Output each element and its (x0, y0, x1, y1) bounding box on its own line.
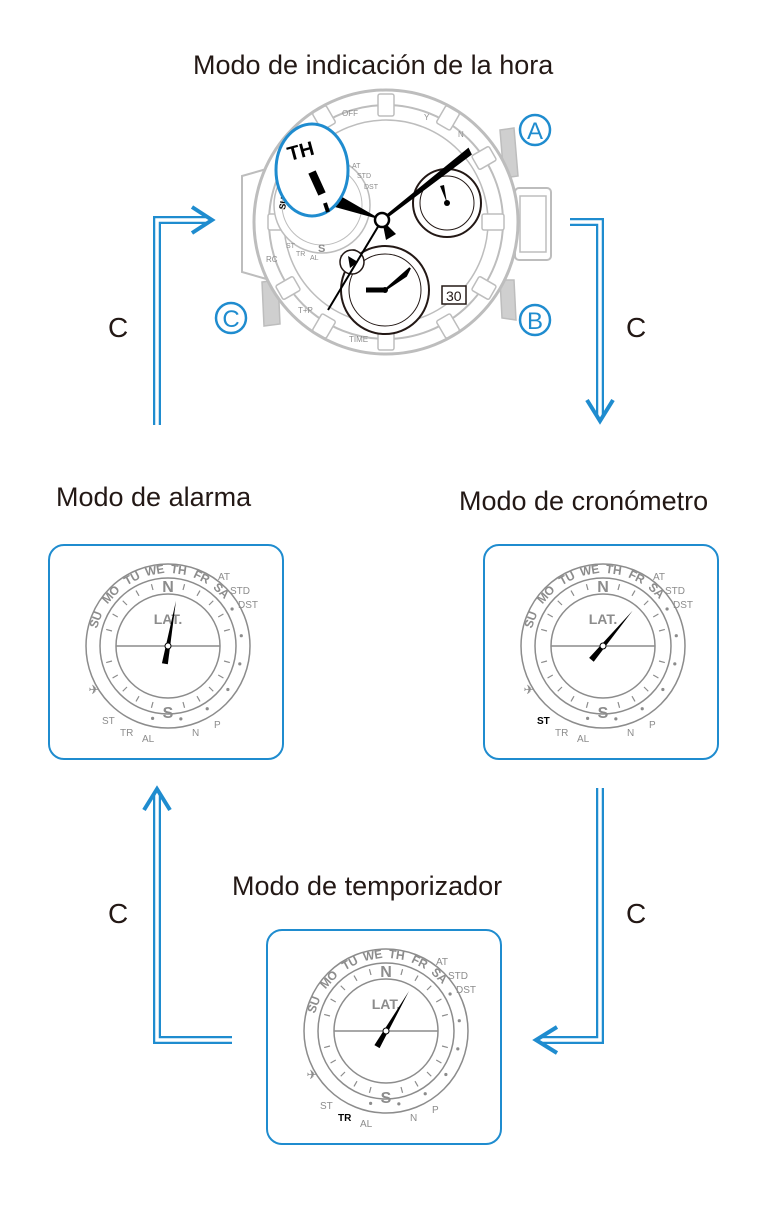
dial-mode-mark: P (432, 1105, 439, 1116)
dial-day-label: TH (170, 562, 188, 578)
dial-day-label: WE (144, 562, 165, 579)
dial-lat-label: LAT. (154, 611, 183, 627)
dial-day-label: MO (534, 583, 557, 607)
dial-indicator-label: DST (456, 985, 476, 996)
button-c-label: C (214, 301, 248, 335)
arrow-alarm-to-timekeeping (153, 205, 216, 425)
dial-south: S (381, 1090, 392, 1107)
dial-south: S (598, 705, 609, 722)
dial-day-label: MO (317, 968, 340, 992)
button-b-label: B (518, 303, 552, 337)
bezel-label-tp: T+P (298, 306, 313, 315)
watch-indicator-al: AL (310, 255, 319, 262)
plane-icon: ✈ (307, 1067, 318, 1082)
dial-mode-mark: TR (120, 728, 133, 739)
dial-indicator-label: DST (673, 600, 693, 611)
dial-day-label: TH (388, 947, 406, 963)
dial-mode-mark: N (410, 1113, 417, 1124)
svg-text:B: B (527, 308, 543, 335)
transition-label-right-top: C (626, 312, 647, 343)
dial-hand (374, 991, 409, 1049)
dial-indicator-label: STD (665, 586, 685, 597)
bezel-label-time: TIME (349, 335, 368, 344)
dial-mode-mark: AL (577, 734, 590, 745)
dial-north: N (380, 964, 392, 981)
watch-indicator-dst: DST (364, 184, 379, 191)
dial-day-label: TU (122, 568, 143, 588)
dial-day-label: FR (409, 952, 430, 972)
bezel-label-off: OFF (342, 109, 358, 118)
plane-icon: ✈ (524, 682, 535, 697)
dial-day-label: MO (99, 583, 122, 607)
watch-indicator-s: S (318, 243, 325, 255)
dial-indicator-label: AT (218, 572, 230, 583)
timer-mode-title: Modo de temporizador (232, 871, 503, 901)
dial-day-label: SU (86, 609, 105, 629)
dial-day-label: FR (626, 567, 647, 587)
plane-icon: ✈ (89, 682, 100, 697)
dial-hand (589, 610, 633, 662)
transition-label-right-bottom: C (626, 898, 647, 929)
dial-indicator-label: DST (238, 600, 258, 611)
watch-indicator-tr: TR (296, 251, 305, 258)
dial-mode-mark: ST (320, 1101, 333, 1112)
dial-north: N (597, 579, 609, 596)
watch-illustration: OFF Y N RC T+P TIME SU MO AT STD DST ST … (214, 88, 552, 356)
dial-mode-mark: TR (338, 1113, 352, 1124)
dial-day-label: WE (362, 947, 383, 964)
dial-mode-mark: ST (537, 716, 550, 727)
dial-day-label: TU (557, 568, 578, 588)
dial-lat-label: LAT. (372, 996, 401, 1012)
dial-mode-mark: AL (142, 734, 155, 745)
dial-mode-mark: N (627, 728, 634, 739)
dial-north: N (162, 579, 174, 596)
dial-indicator-label: AT (653, 572, 665, 583)
button-a-label: A (518, 113, 552, 147)
dial-day-label: TU (340, 953, 361, 973)
dial-day-label: FR (191, 567, 212, 587)
arrow-stopwatch-to-timer (532, 788, 604, 1055)
dial-lat-label: LAT. (589, 611, 618, 627)
watch-date: 30 (446, 288, 462, 304)
svg-text:C: C (222, 306, 239, 333)
arrow-timekeeping-to-stopwatch (570, 218, 615, 425)
dial-mode-mark: TR (555, 728, 568, 739)
transition-label-left-bottom: C (108, 898, 129, 929)
watch-indicator-st: ST (286, 243, 296, 250)
bezel-label-rc: RC (266, 255, 278, 264)
watch-indicator-at: AT (352, 163, 361, 170)
bezel-label-y: Y (424, 113, 430, 122)
transition-label-left-top: C (108, 312, 129, 343)
dial-day-label: SU (521, 609, 540, 629)
watch-indicator-std: STD (357, 173, 371, 180)
dial-mode-mark: P (649, 720, 656, 731)
dial-mode-mark: AL (360, 1119, 373, 1130)
dial-indicator-label: STD (230, 586, 250, 597)
dial-indicator-label: AT (436, 957, 448, 968)
dial-indicator-label: STD (448, 971, 468, 982)
dial-day-label: SU (304, 994, 323, 1014)
dial-mode-mark: P (214, 720, 221, 731)
dial-day-label: TH (605, 562, 623, 578)
dial-mode-mark: ST (102, 716, 115, 727)
dial-day-label: WE (579, 562, 600, 579)
svg-text:A: A (527, 118, 543, 145)
dial-south: S (163, 705, 174, 722)
stopwatch-mode-title: Modo de cronómetro (459, 486, 709, 516)
timekeeping-mode-title: Modo de indicación de la hora (193, 50, 554, 80)
alarm-mode-title: Modo de alarma (56, 482, 252, 512)
arrow-timer-to-alarm (142, 785, 232, 1044)
bezel-label-n: N (458, 130, 464, 139)
dial-mode-mark: N (192, 728, 199, 739)
